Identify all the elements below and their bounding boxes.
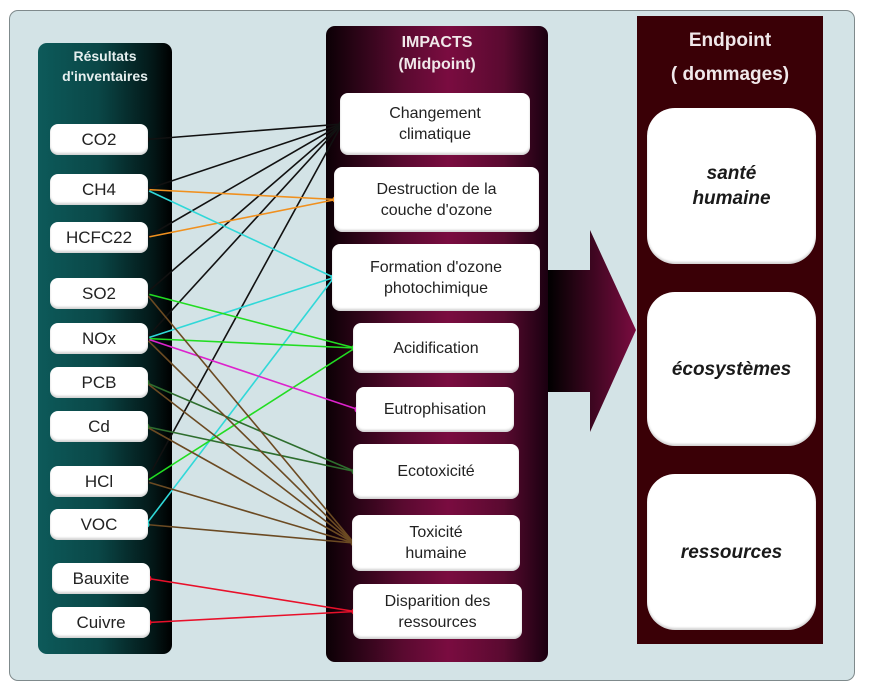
endpoint-ecosystemes: écosystèmes	[647, 292, 816, 446]
inventory-item-hcl: HCl	[50, 466, 148, 497]
impact-ecotoxicite: Ecotoxicité	[353, 444, 519, 499]
impact-eutrophisation: Eutrophisation	[356, 387, 514, 432]
inventory-item-cuivre: Cuivre	[52, 607, 150, 638]
inventory-item-so2: SO2	[50, 278, 148, 309]
inventory-item-voc: VOC	[50, 509, 148, 540]
endpoint-ressources: ressources	[647, 474, 816, 630]
inventory-item-pcb: PCB	[50, 367, 148, 398]
impact-acidification: Acidification	[353, 323, 519, 373]
endpoint-column-title: Endpoint ( dommages)	[670, 30, 790, 85]
midpoint-column-title: IMPACTS (Midpoint)	[398, 34, 476, 73]
inventory-item-co2: CO2	[50, 124, 148, 155]
inventory-item-cd: Cd	[50, 411, 148, 442]
inventory-item-ch4: CH4	[50, 174, 148, 205]
inventory-item-hcfc22: HCFC22	[50, 222, 148, 253]
inventory-item-bauxite: Bauxite	[52, 563, 150, 594]
inventory-item-nox: NOx	[50, 323, 148, 354]
inventory-column-title: Résultats d'inventaires	[62, 48, 148, 84]
